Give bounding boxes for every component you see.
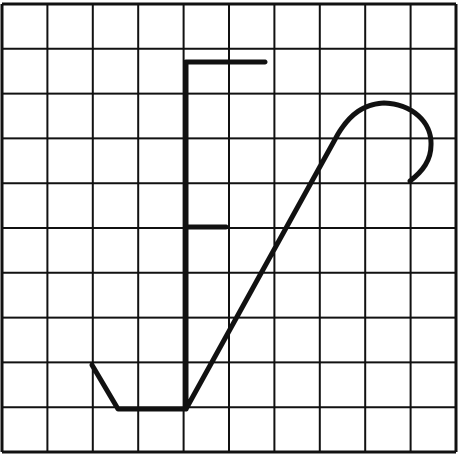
line-drawing [89,59,434,412]
vertical-stem-stroke [183,59,268,412]
left-hook-stroke [89,362,189,412]
diagonal-curve-stroke [183,100,434,412]
